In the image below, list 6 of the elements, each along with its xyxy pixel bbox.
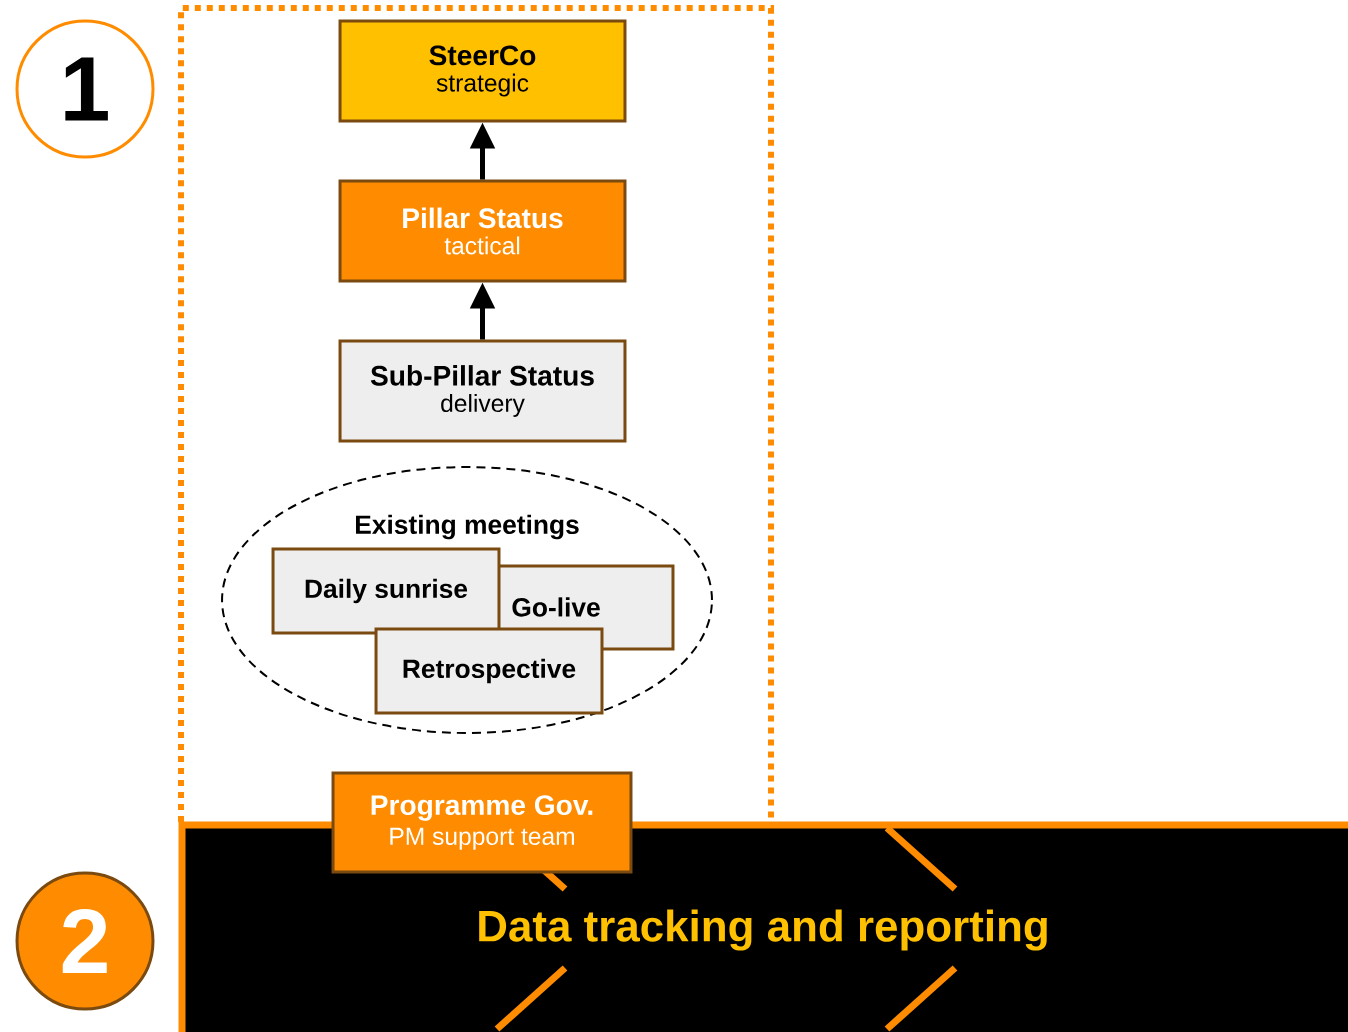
level-box: SteerCo strategic — [338, 19, 627, 123]
meeting-box: Retrospective — [374, 627, 604, 715]
team-box: Programme Gov. PM support team — [331, 771, 633, 874]
level-box: Pillar Status tactical — [338, 179, 627, 283]
level-box: Sub-Pillar Status delivery — [338, 339, 627, 443]
meeting-box: Daily sunrise — [271, 547, 501, 635]
